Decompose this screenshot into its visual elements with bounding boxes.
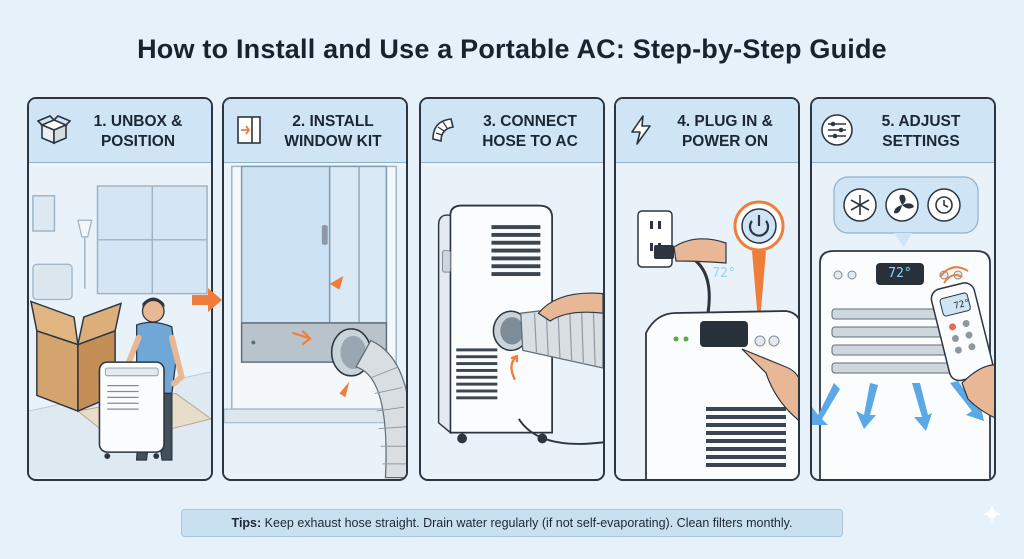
step-label-1-line2: POSITION bbox=[100, 133, 176, 150]
step-header-3: 3. CONNECT HOSE TO AC bbox=[421, 99, 603, 163]
page-title: How to Install and Use a Portable AC: St… bbox=[137, 34, 887, 64]
tips-label: Tips: bbox=[231, 516, 262, 530]
ac-display-readout-5: 72° bbox=[888, 266, 912, 281]
tips-bar: Tips: Keep exhaust hose straight. Drain … bbox=[181, 509, 843, 537]
step-label-3-line1: 3. CONNECT bbox=[483, 113, 577, 130]
step-label-5-line2: SETTINGS bbox=[882, 133, 960, 150]
connect-hose-illustration bbox=[421, 166, 603, 478]
window-icon bbox=[237, 116, 261, 144]
step-panel-3: 3. CONNECT HOSE TO AC bbox=[419, 97, 605, 481]
step-panel-2: 2. INSTALL WINDOW KIT bbox=[222, 97, 408, 481]
sparkle-icon bbox=[982, 504, 1002, 524]
step-header-1: 1. UNBOX & POSITION bbox=[29, 99, 211, 163]
ac-display-readout-4: 72° bbox=[712, 266, 736, 281]
step-label-3-line2: HOSE TO AC bbox=[482, 133, 578, 150]
tips-text: Keep exhaust hose straight. Drain water … bbox=[264, 516, 793, 530]
step-label-4-line2: POWER ON bbox=[681, 133, 769, 150]
adjust-settings-graphic bbox=[812, 163, 994, 479]
step-header-4: 4. PLUG IN & POWER ON bbox=[616, 99, 798, 163]
box-icon bbox=[37, 115, 71, 145]
step-label-2-line2: WINDOW KIT bbox=[284, 133, 382, 150]
step-panel-4: 4. PLUG IN & POWER ON bbox=[614, 97, 800, 481]
step-label-2-line1: 2. INSTALL bbox=[292, 113, 374, 130]
lightning-icon bbox=[631, 115, 651, 145]
sliders-icon bbox=[821, 114, 853, 146]
step-arrow-icon bbox=[192, 288, 222, 312]
adjust-settings-illustration: 72° 72° bbox=[812, 163, 994, 479]
step-header-2: 2. INSTALL WINDOW KIT bbox=[224, 99, 406, 163]
step-panel-1: 1. UNBOX & POSITION bbox=[27, 97, 213, 481]
hose-icon bbox=[432, 118, 454, 143]
window-kit-illustration bbox=[224, 165, 406, 479]
step-label-1-line1: 1. UNBOX & bbox=[93, 113, 183, 130]
step-panel-5: 5. ADJUST SETTINGS bbox=[810, 97, 996, 481]
step-label-5-line1: 5. ADJUST bbox=[881, 113, 961, 130]
unbox-illustration bbox=[29, 166, 211, 478]
power-on-graphic bbox=[616, 163, 798, 479]
step-label-4-line1: 4. PLUG IN & bbox=[677, 113, 773, 130]
power-on-illustration: 72° bbox=[616, 163, 798, 479]
step-header-5: 5. ADJUST SETTINGS bbox=[812, 99, 994, 163]
